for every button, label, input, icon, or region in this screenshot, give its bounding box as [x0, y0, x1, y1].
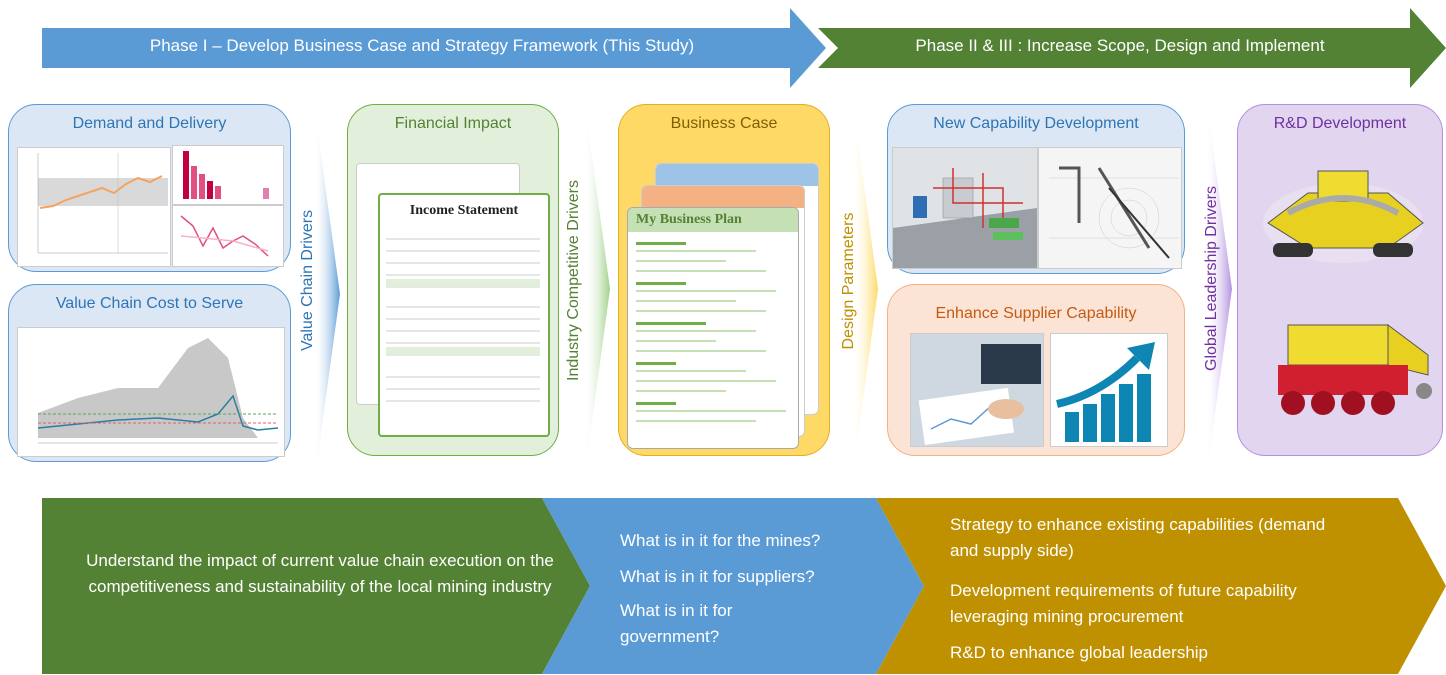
global-leadership-arrow: [1208, 112, 1232, 466]
rd-development-title: R&D Development: [1273, 115, 1407, 132]
blue-chevron: [542, 498, 924, 674]
business-case-title: Business Case: [670, 115, 778, 132]
cost-chart-image: [17, 327, 285, 457]
blue-chevron-question-3: What is in it for government?: [620, 601, 733, 646]
new-capability-panel: New Capability Development: [887, 104, 1185, 274]
mining-machine-image-2: [1248, 295, 1438, 435]
global-leadership-label: Global Leadership Drivers: [1203, 186, 1220, 371]
income-statement-title: Income Statement: [409, 203, 519, 218]
design-parameters-arrow: [854, 112, 878, 466]
business-plan-image: My Business Plan: [627, 207, 799, 449]
bottom-chevrons: [42, 498, 1446, 674]
demand-chart-image: [17, 147, 171, 267]
industry-drivers-label: Industry Competitive Drivers: [565, 180, 582, 381]
caliper-drawing-image: [1038, 147, 1182, 269]
business-plan-title: My Business Plan: [628, 208, 798, 232]
financial-impact-panel: Financial Impact Income Statement: [347, 104, 559, 456]
gold-chevron: [876, 498, 1446, 674]
cost-to-serve-panel: Value Chain Cost to Serve: [8, 284, 291, 462]
phase1-label: Phase I – Develop Business Case and Stra…: [149, 36, 695, 55]
green-chevron: [42, 498, 590, 674]
design-parameters-label: Design Parameters: [840, 212, 857, 350]
supplier-capability-title: Enhance Supplier Capability: [935, 305, 1137, 322]
gold-chevron-item-2: Development requirements of future capab…: [950, 581, 1297, 626]
income-statement-image: Income Statement: [378, 193, 550, 437]
mining-machine-image-1: [1248, 153, 1438, 275]
demand-delivery-panel: Demand and Delivery: [8, 104, 291, 272]
cost-to-serve-title: Value Chain Cost to Serve: [55, 295, 244, 312]
demand-delivery-title: Demand and Delivery: [72, 115, 227, 132]
industry-drivers-arrow: [586, 112, 610, 466]
supplier-capability-panel: Enhance Supplier Capability: [887, 284, 1185, 456]
value-chain-drivers-label: Value Chain Drivers: [299, 209, 316, 351]
demand-bar-chart-image: [172, 145, 284, 205]
phase1-arrow: [42, 8, 826, 88]
business-meeting-image: [910, 333, 1044, 447]
phase2-label: Phase II & III : Increase Scope, Design …: [915, 36, 1325, 55]
phase2-arrow: [818, 8, 1446, 88]
business-case-panel: Business Case My Business Plan: [618, 104, 830, 456]
new-capability-title: New Capability Development: [933, 115, 1139, 132]
rd-development-panel: R&D Development: [1237, 104, 1443, 456]
growth-chart-image: [1050, 333, 1168, 447]
value-chain-drivers-arrow: [316, 118, 340, 470]
demand-line-chart-image: [172, 205, 284, 267]
phase-arrows: [42, 8, 1446, 88]
blue-chevron-question-1: What is in it for the mines?: [620, 531, 821, 550]
financial-impact-title: Financial Impact: [394, 115, 512, 132]
blue-chevron-question-2: What is in it for suppliers?: [620, 567, 815, 586]
gold-chevron-item-3: R&D to enhance global leadership: [950, 643, 1209, 662]
industrial-plant-image: [892, 147, 1038, 269]
gold-chevron-item-1: Strategy to enhance existing capabilitie…: [950, 515, 1326, 560]
green-chevron-text: Understand the impact of current value c…: [86, 551, 554, 596]
